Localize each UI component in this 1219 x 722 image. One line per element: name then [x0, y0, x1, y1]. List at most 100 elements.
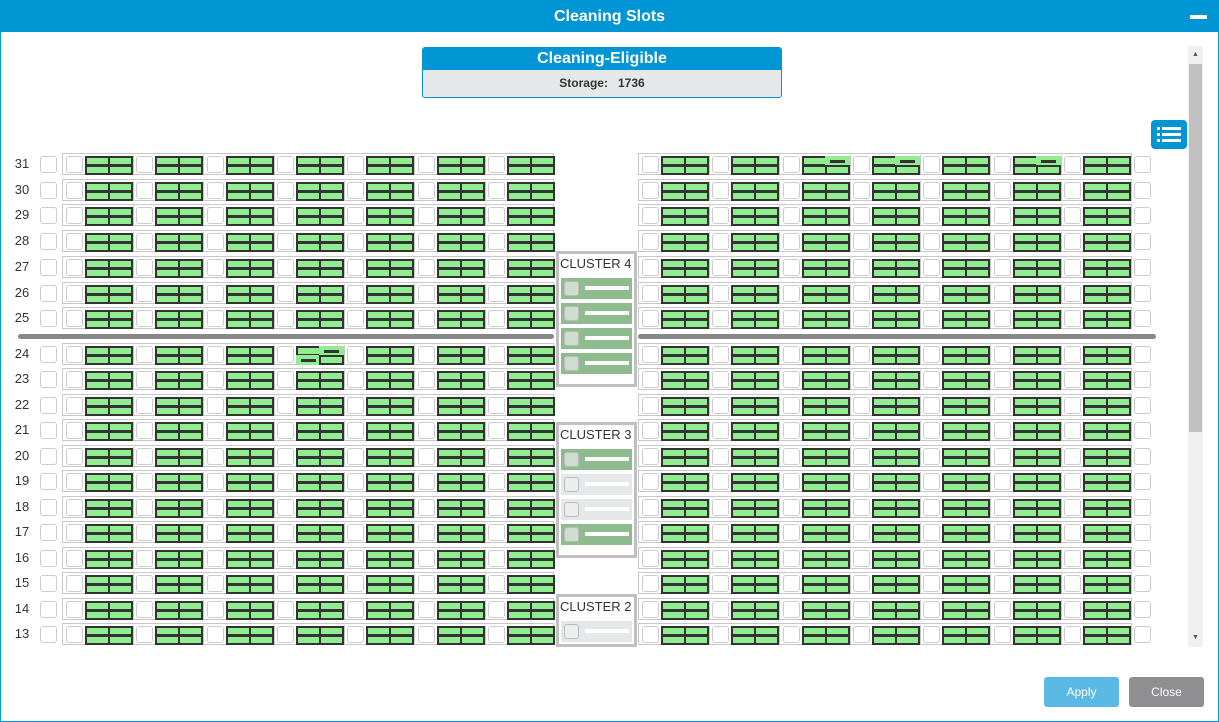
storage-slot[interactable] [318, 405, 344, 416]
storage-slot[interactable] [459, 405, 485, 416]
module-checkbox[interactable] [782, 346, 800, 363]
module-checkbox[interactable] [712, 625, 730, 643]
storage-slot[interactable] [661, 584, 686, 595]
module-checkbox[interactable] [1063, 310, 1081, 328]
storage-slot[interactable] [436, 431, 462, 442]
module-checkbox[interactable] [487, 625, 505, 643]
module-checkbox[interactable] [712, 346, 730, 363]
module-checkbox[interactable] [642, 284, 659, 302]
row-checkbox-right[interactable] [1134, 371, 1151, 389]
module-checkbox[interactable] [417, 346, 435, 363]
module-checkbox[interactable] [206, 575, 224, 593]
storage-slot[interactable] [965, 405, 991, 416]
storage-slot[interactable] [108, 293, 133, 304]
storage-slot[interactable] [459, 584, 485, 595]
module-checkbox[interactable] [136, 473, 154, 491]
module-checkbox[interactable] [276, 310, 294, 328]
storage-slot[interactable] [225, 355, 251, 365]
storage-slot[interactable] [1082, 293, 1108, 304]
storage-slot[interactable] [871, 242, 897, 253]
module-checkbox[interactable] [642, 371, 659, 389]
module-checkbox[interactable] [852, 625, 870, 643]
storage-slot[interactable] [178, 456, 204, 467]
storage-slot[interactable] [436, 634, 462, 645]
storage-slot[interactable] [178, 405, 204, 416]
module-checkbox[interactable] [923, 310, 941, 328]
module-checkbox[interactable] [1063, 447, 1081, 465]
storage-slot[interactable] [155, 405, 181, 416]
storage-slot[interactable] [248, 431, 274, 442]
row-checkbox-right[interactable] [1134, 284, 1151, 302]
storage-slot[interactable] [684, 634, 709, 645]
storage-slot[interactable] [295, 319, 321, 330]
storage-slot[interactable] [1012, 482, 1038, 493]
storage-slot[interactable] [295, 456, 321, 467]
storage-slot[interactable] [684, 293, 709, 304]
module-checkbox[interactable] [417, 258, 435, 276]
storage-slot[interactable] [1012, 293, 1038, 304]
module-checkbox[interactable] [276, 181, 294, 199]
storage-slot[interactable] [1105, 380, 1131, 391]
storage-slot[interactable] [942, 165, 968, 175]
module-checkbox[interactable] [712, 207, 730, 225]
module-checkbox[interactable] [276, 447, 294, 465]
storage-slot[interactable] [389, 380, 415, 391]
storage-slot[interactable] [506, 293, 532, 304]
module-checkbox[interactable] [923, 396, 941, 414]
storage-slot[interactable] [1105, 190, 1131, 201]
storage-slot[interactable] [801, 558, 827, 569]
row-checkbox-left[interactable] [40, 600, 57, 618]
module-checkbox[interactable] [993, 625, 1011, 643]
storage-slot[interactable] [436, 482, 462, 493]
storage-slot[interactable] [1105, 584, 1131, 595]
storage-slot[interactable] [894, 558, 920, 569]
storage-slot[interactable] [894, 456, 920, 467]
storage-slot[interactable] [506, 609, 532, 620]
module-checkbox[interactable] [347, 447, 365, 465]
cluster-slot[interactable] [561, 328, 632, 349]
row-checkbox-left[interactable] [40, 524, 57, 542]
module-checkbox[interactable] [993, 310, 1011, 328]
module-checkbox[interactable] [852, 447, 870, 465]
storage-slot[interactable] [318, 190, 344, 201]
module-checkbox[interactable] [782, 600, 800, 618]
storage-slot[interactable] [366, 190, 392, 201]
storage-slot[interactable] [225, 558, 251, 569]
storage-slot[interactable] [871, 405, 897, 416]
module-checkbox[interactable] [642, 524, 659, 542]
module-checkbox[interactable] [276, 498, 294, 516]
module-checkbox[interactable] [136, 346, 154, 363]
storage-slot[interactable] [155, 431, 181, 442]
storage-slot[interactable] [108, 165, 133, 175]
storage-slot[interactable] [366, 533, 392, 544]
module-checkbox[interactable] [487, 396, 505, 414]
storage-slot[interactable] [248, 456, 274, 467]
storage-slot[interactable] [436, 533, 462, 544]
module-checkbox[interactable] [1063, 207, 1081, 225]
storage-slot[interactable] [965, 380, 991, 391]
storage-slot[interactable] [506, 482, 532, 493]
module-checkbox[interactable] [993, 207, 1011, 225]
module-checkbox[interactable] [487, 346, 505, 363]
storage-slot[interactable] [1035, 558, 1061, 569]
storage-slot[interactable] [459, 380, 485, 391]
module-checkbox[interactable] [712, 156, 730, 173]
storage-slot[interactable] [1035, 380, 1061, 391]
module-checkbox[interactable] [276, 422, 294, 440]
storage-slot[interactable] [731, 482, 757, 493]
storage-slot[interactable] [225, 216, 251, 227]
storage-slot[interactable] [684, 355, 709, 365]
storage-slot[interactable] [894, 267, 920, 278]
module-checkbox[interactable] [712, 524, 730, 542]
storage-slot[interactable] [389, 165, 415, 175]
storage-slot[interactable] [894, 609, 920, 620]
storage-slot[interactable] [965, 190, 991, 201]
storage-slot[interactable] [366, 507, 392, 518]
storage-slot[interactable] [389, 267, 415, 278]
storage-slot[interactable] [248, 216, 274, 227]
storage-slot[interactable] [366, 405, 392, 416]
storage-slot[interactable] [1105, 482, 1131, 493]
module-checkbox[interactable] [347, 346, 365, 363]
module-checkbox[interactable] [642, 473, 659, 491]
storage-slot[interactable] [824, 405, 850, 416]
